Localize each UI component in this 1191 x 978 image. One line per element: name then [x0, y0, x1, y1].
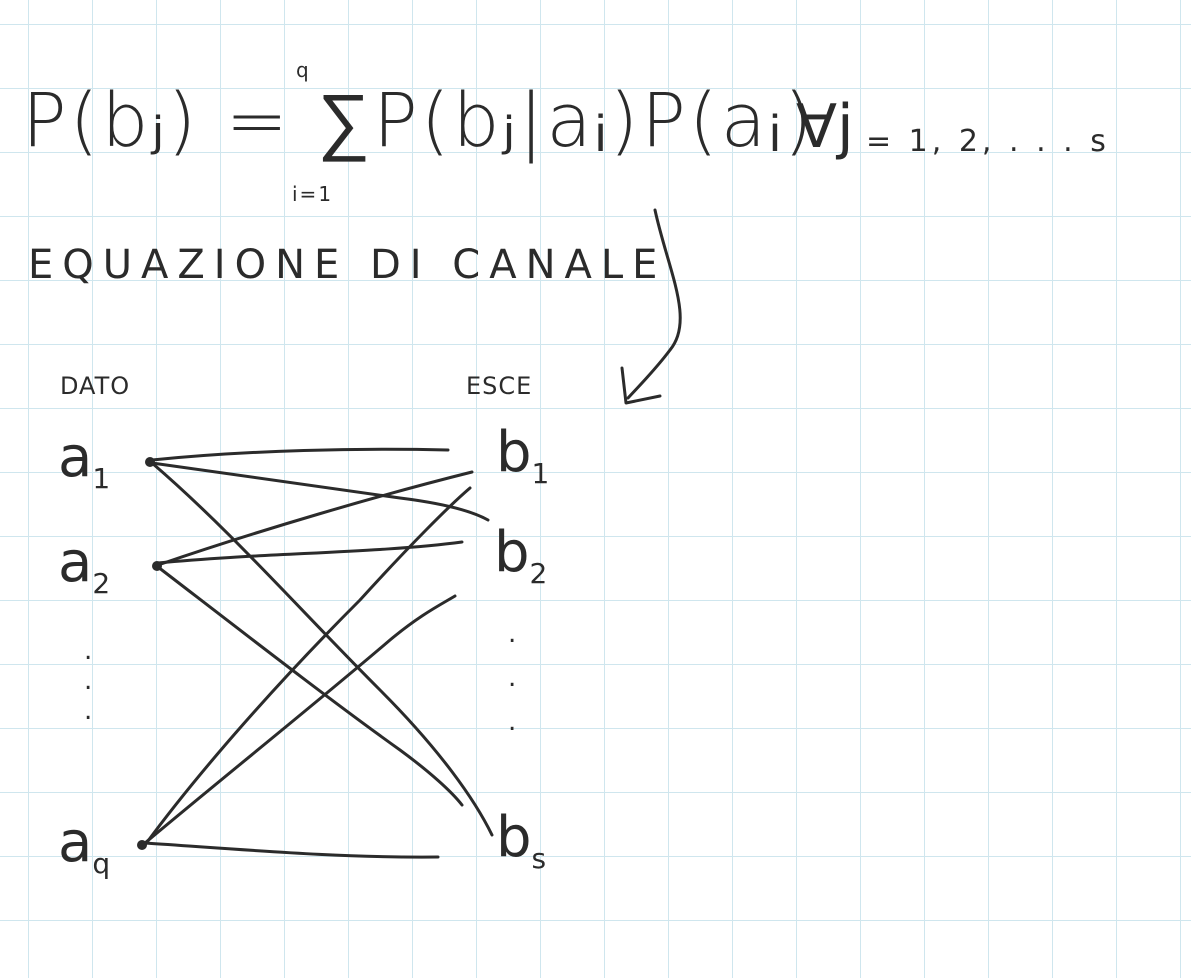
edge-aq-b1: [143, 486, 472, 847]
input-column-label: DATO: [60, 372, 131, 400]
edge-a1-b1: [150, 447, 450, 462]
node-dot-a2: [152, 561, 162, 571]
input-ellipsis: . . .: [84, 636, 93, 726]
edge-aq-b2: [143, 594, 457, 845]
input-node-aq: aq: [58, 810, 111, 881]
output-node-b2: b2: [494, 520, 548, 591]
edge-a1-bs: [150, 461, 494, 837]
node-dot-a1: [145, 457, 155, 467]
edge-a2-b2: [156, 540, 464, 565]
output-node-b1: b1: [496, 420, 550, 491]
diagram-title: EQUAZIONE DI CANALE: [28, 242, 667, 288]
output-column-label: ESCE: [466, 372, 533, 400]
edge-a2-b1: [156, 470, 474, 567]
equation-arrow: [626, 208, 682, 400]
index-range: = 1, 2, . . . s: [866, 124, 1110, 159]
edge-a1-b2: [150, 461, 490, 522]
node-dot-aq: [137, 840, 147, 850]
channel-equation: P(bⱼ) = ∑P(bⱼ|aᵢ)P(aᵢ): [22, 78, 816, 164]
output-node-bs: bs: [496, 805, 547, 876]
input-node-a2: a2: [58, 530, 111, 601]
output-ellipsis: . . .: [508, 619, 517, 737]
equation-arrow-head: [620, 366, 662, 405]
edge-aq-bs: [143, 841, 440, 859]
sum-upper-limit: q: [296, 58, 309, 82]
forall-symbol: ∀j: [796, 92, 854, 162]
input-node-a1: a1: [58, 425, 111, 496]
sum-lower-limit: i=1: [292, 182, 334, 206]
edge-a2-bs: [156, 565, 464, 807]
